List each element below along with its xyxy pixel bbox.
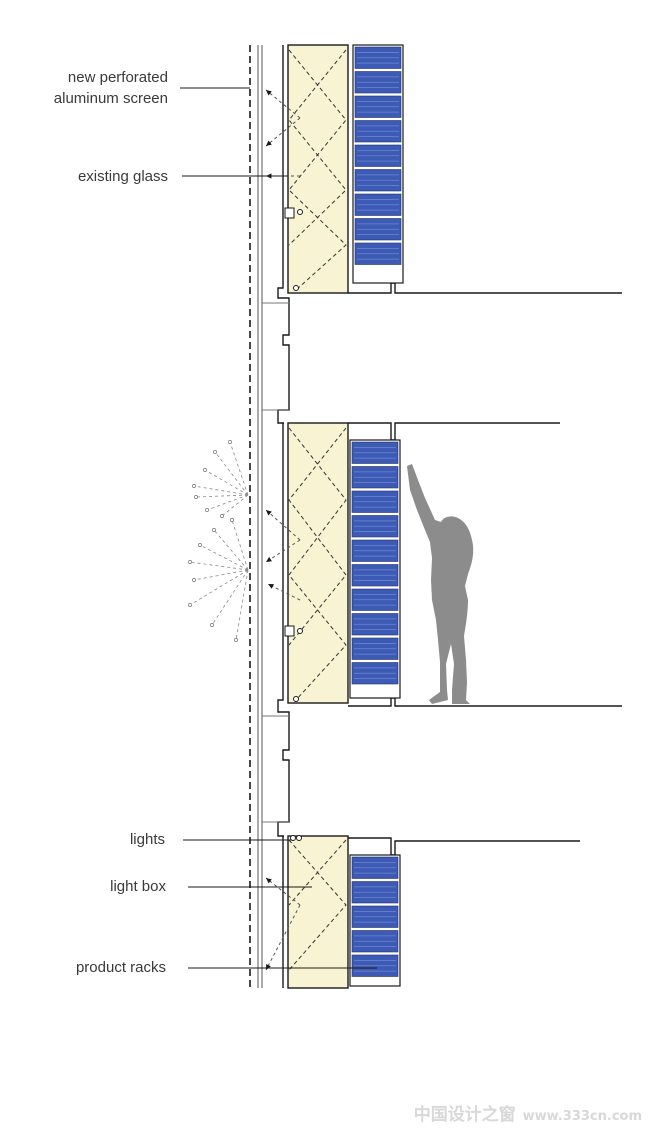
ray-end (192, 578, 196, 582)
ray-end (210, 623, 214, 627)
light-ray (189, 561, 249, 571)
product-racks (349, 44, 404, 987)
watermark: 中国设计之窗 www.333cn.com (414, 1100, 642, 1125)
ray-end (230, 518, 234, 522)
light-arrow (265, 539, 301, 563)
arrow-head (268, 584, 274, 589)
leader-lines (180, 87, 377, 969)
light-ray (189, 569, 249, 606)
ray-end (205, 508, 209, 512)
light-box-lower (287, 835, 349, 989)
label-lights: lights (129, 831, 165, 848)
ray-end (212, 528, 216, 532)
light-ray (213, 529, 249, 571)
label-screen-line2: aluminum screen (53, 90, 168, 107)
light-ray (214, 451, 249, 496)
person-silhouette (407, 464, 474, 704)
light-ray (193, 569, 249, 581)
arrow-head (266, 964, 271, 970)
light-ray (206, 494, 249, 511)
arrow-head (266, 556, 272, 562)
light-fixtures (290, 209, 303, 841)
arrow-head (266, 140, 272, 146)
light-arrow (265, 509, 301, 541)
arrow-head (266, 878, 272, 884)
label-perforated-screen: new perforated aluminum screen (54, 67, 168, 109)
light-ray (195, 494, 249, 498)
label-light-box: light box (110, 878, 166, 895)
light-arrow (265, 904, 301, 971)
ray-end (188, 560, 192, 564)
external-light-rays (188, 440, 249, 642)
light-ray (235, 569, 249, 641)
ray-end (194, 495, 198, 499)
watermark-cn: 中国设计之窗 (413, 1105, 516, 1125)
light-direction-arrows (265, 89, 301, 971)
light-arrow (265, 89, 301, 119)
arrow-head (266, 90, 272, 96)
existing-wall-profile (262, 45, 290, 988)
light-ray (204, 469, 249, 496)
ray-end (228, 440, 232, 444)
light-box-middle (284, 422, 349, 704)
ray-end (203, 468, 207, 472)
light-ray (211, 569, 249, 626)
label-screen-line1: new perforated (67, 69, 168, 86)
arrow-head (266, 510, 272, 516)
light-arrow (265, 877, 301, 906)
light-box-upper (284, 44, 349, 294)
ray-end (188, 603, 192, 607)
ray-end (198, 543, 202, 547)
light-ray (231, 519, 249, 571)
light-ray (229, 441, 249, 496)
ray-end (192, 484, 196, 488)
ray-end (213, 450, 217, 454)
light-arrow (265, 117, 301, 147)
light-ray (193, 485, 249, 496)
ray-end (234, 638, 238, 642)
ray-end (220, 514, 224, 518)
light-ray (221, 494, 249, 517)
light-ray (199, 544, 249, 571)
watermark-url: www.333cn.com (522, 1109, 642, 1124)
label-product-racks: product racks (75, 959, 166, 976)
label-existing-glass: existing glass (77, 168, 168, 185)
